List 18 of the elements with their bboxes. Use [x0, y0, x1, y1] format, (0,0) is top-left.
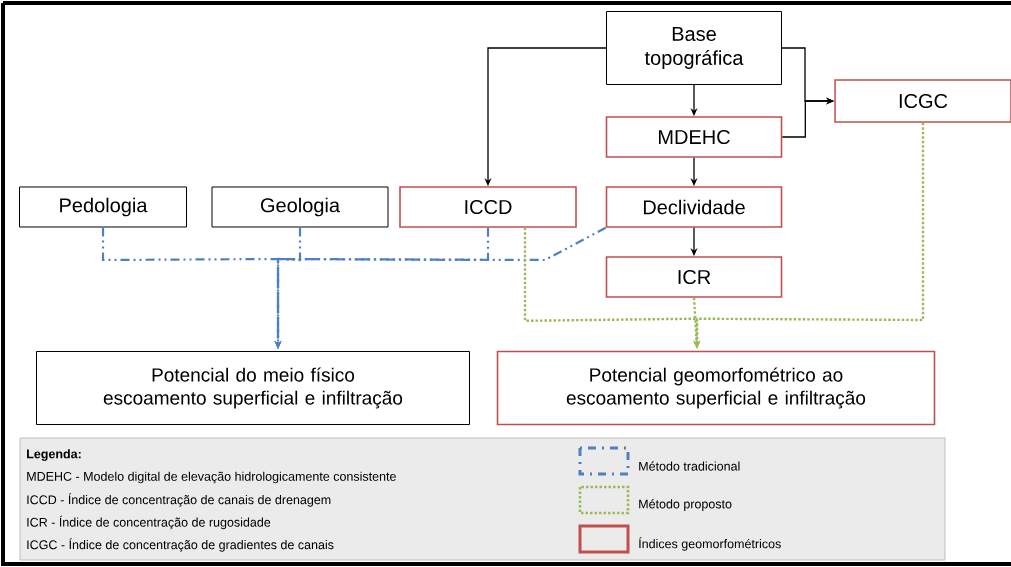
process-box: Potencial do meio físico escoamento superficial e infiltração: [36, 351, 470, 425]
legend-definition: ICCD - Índice de concentração de canais de drenagem: [27, 493, 331, 507]
index-box: MDEHC: [605, 116, 783, 158]
index-box: ICCD: [399, 186, 577, 228]
index-box: Potencial geomorfométrico ao escoamento superficial e infiltração: [496, 350, 936, 426]
process-box: Pedologia: [19, 186, 187, 228]
process-box: Base topográfica: [606, 11, 782, 85]
index-box: ICR: [605, 256, 783, 298]
legend-text: Índices geomorfométricos: [639, 537, 781, 551]
legend-definition: ICGC - Índice de concentração de gradientes de canais: [27, 538, 334, 552]
legend-definition: ICR - Índice de concentração de rugosidade: [27, 515, 271, 530]
index-box: ICGC: [834, 79, 1011, 123]
legend-heading: Legenda:: [27, 449, 81, 461]
legend-definition: MDEHC - Modelo digital de elevação hidrologicamente consistente: [27, 471, 396, 484]
process-box: Geologia: [211, 186, 389, 228]
legend-text: Método proposto: [639, 499, 732, 511]
index-box: Declividade: [605, 186, 783, 228]
legend-text: Método tradicional: [639, 461, 740, 471]
